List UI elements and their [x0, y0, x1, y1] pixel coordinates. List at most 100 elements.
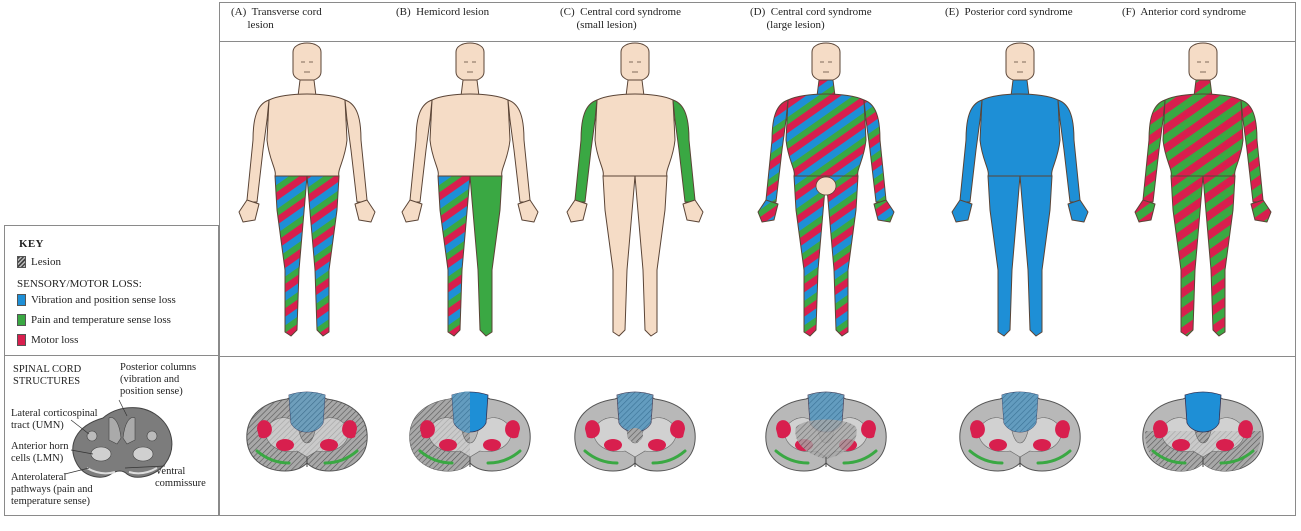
body-figure-d: [757, 42, 895, 337]
body-part: [785, 93, 867, 177]
body-part: [765, 99, 789, 203]
anterolateral-right: [1219, 449, 1255, 465]
column-title-e: (E) Posterior cord syndrome: [945, 6, 1073, 18]
body-part: [1240, 99, 1264, 203]
body-figure-b: [401, 42, 539, 337]
body-part: [951, 199, 973, 223]
anterior-horn-right: [320, 439, 338, 451]
body-part: [1142, 99, 1166, 203]
body-part: [672, 99, 696, 203]
lateral-tract-right: [670, 420, 685, 439]
column-title-a: (A) Transverse cord lesion: [231, 6, 322, 31]
body-part: [469, 175, 503, 337]
structures-title: SPINAL CORD STRUCTURES: [13, 364, 82, 387]
body-part: [574, 99, 598, 203]
key-item-label: Motor loss: [31, 334, 79, 346]
body-part: [1134, 199, 1156, 223]
body-part: [344, 99, 368, 203]
body-part: [620, 42, 650, 82]
anterolateral-label: Anterolateral pathways (pain and tempera…: [11, 472, 93, 507]
body-part: [1162, 93, 1244, 177]
body-figure-f: [1134, 42, 1272, 337]
lateral-tract-right: [342, 420, 357, 439]
key-box: KEY Lesion SENSORY/MOTOR LOSS: Vibration…: [4, 225, 219, 356]
reference-cord-section: [64, 399, 173, 478]
face-detail: [629, 61, 641, 73]
lateral-tract-right: [505, 420, 520, 439]
anterolateral-left: [1151, 449, 1187, 465]
cord-section-e: [959, 391, 1081, 472]
body-figures-row: [219, 41, 1296, 357]
body-part: [825, 175, 859, 337]
key-lesion: Lesion: [17, 256, 61, 268]
key-item-label: Vibration and position sense loss: [31, 294, 176, 306]
anterolateral-right: [486, 449, 522, 465]
body-part: [266, 93, 348, 177]
face-detail: [820, 61, 832, 73]
lateral-tract-left: [585, 420, 600, 439]
body-part: [979, 93, 1061, 177]
column-title-f: (F) Anterior cord syndrome: [1122, 6, 1247, 18]
anterolateral-right: [323, 449, 359, 465]
body-part: [354, 199, 376, 223]
body-part: [1170, 175, 1204, 337]
anterior-horn-right: [1216, 439, 1234, 451]
ventral-commissure-label: Ventral commissure: [155, 466, 206, 489]
body-part: [863, 99, 887, 203]
body-part: [594, 93, 676, 177]
body-part: [437, 175, 471, 337]
anterior-horn-label: Anterior horn cells (LMN): [11, 441, 69, 464]
key-item-vibration: Vibration and position sense loss: [17, 294, 176, 306]
lateral-tract-right: [1055, 420, 1070, 439]
body-part: [566, 199, 588, 223]
vibration-swatch: [17, 294, 26, 306]
body-part: [1250, 199, 1272, 223]
body-part: [306, 175, 340, 337]
posterior-columns-label: Posterior columns (vibration and positio…: [120, 362, 197, 397]
cord-section-c: [574, 391, 696, 472]
column-header-row: [219, 2, 1296, 42]
anterior-horn-right: [483, 439, 501, 451]
body-part: [1067, 199, 1089, 223]
lateral-tract-left: [420, 420, 435, 439]
cord-section-f: [1142, 391, 1264, 472]
cord-sections-row: [219, 356, 1296, 516]
body-part: [401, 199, 423, 223]
key-title: KEY: [19, 238, 44, 250]
posterior-hatch: [289, 392, 325, 432]
cord-section-d: [765, 391, 887, 472]
lateral-tract-left: [970, 420, 985, 439]
central-lesion-large: [795, 419, 857, 459]
lateral-tract-left: [1153, 420, 1168, 439]
body-part: [409, 99, 433, 203]
posterior-hatch: [452, 391, 470, 433]
lateral-tract-left: [776, 420, 791, 439]
lateral-tract-left: [257, 420, 272, 439]
key-section-label: SENSORY/MOTOR LOSS:: [17, 278, 142, 290]
posterior-hatch: [617, 392, 653, 432]
body-part: [1202, 175, 1236, 337]
body-part: [1005, 42, 1035, 82]
face-detail: [464, 61, 476, 73]
lateral-tract-right: [1238, 420, 1253, 439]
spared-sacral-area: [815, 176, 837, 196]
body-part: [274, 175, 308, 337]
body-part: [292, 42, 322, 82]
cord-section-a: [246, 391, 368, 472]
face-detail: [1197, 61, 1209, 73]
key-item-label: Pain and temperature sense loss: [31, 314, 171, 326]
body-part: [246, 99, 270, 203]
body-part: [682, 199, 704, 223]
posterior-columns: [1184, 391, 1222, 433]
anterior-horn-left: [989, 439, 1007, 451]
lesion-swatch: [17, 256, 26, 268]
body-part: [1057, 99, 1081, 203]
key-lesion-label: Lesion: [31, 256, 61, 268]
body-part: [517, 199, 539, 223]
anterolateral-left: [583, 449, 619, 465]
body-part: [873, 199, 895, 223]
anterolateral-right: [842, 449, 878, 465]
anterolateral-left: [418, 449, 454, 465]
anterior-horn-right: [648, 439, 666, 451]
